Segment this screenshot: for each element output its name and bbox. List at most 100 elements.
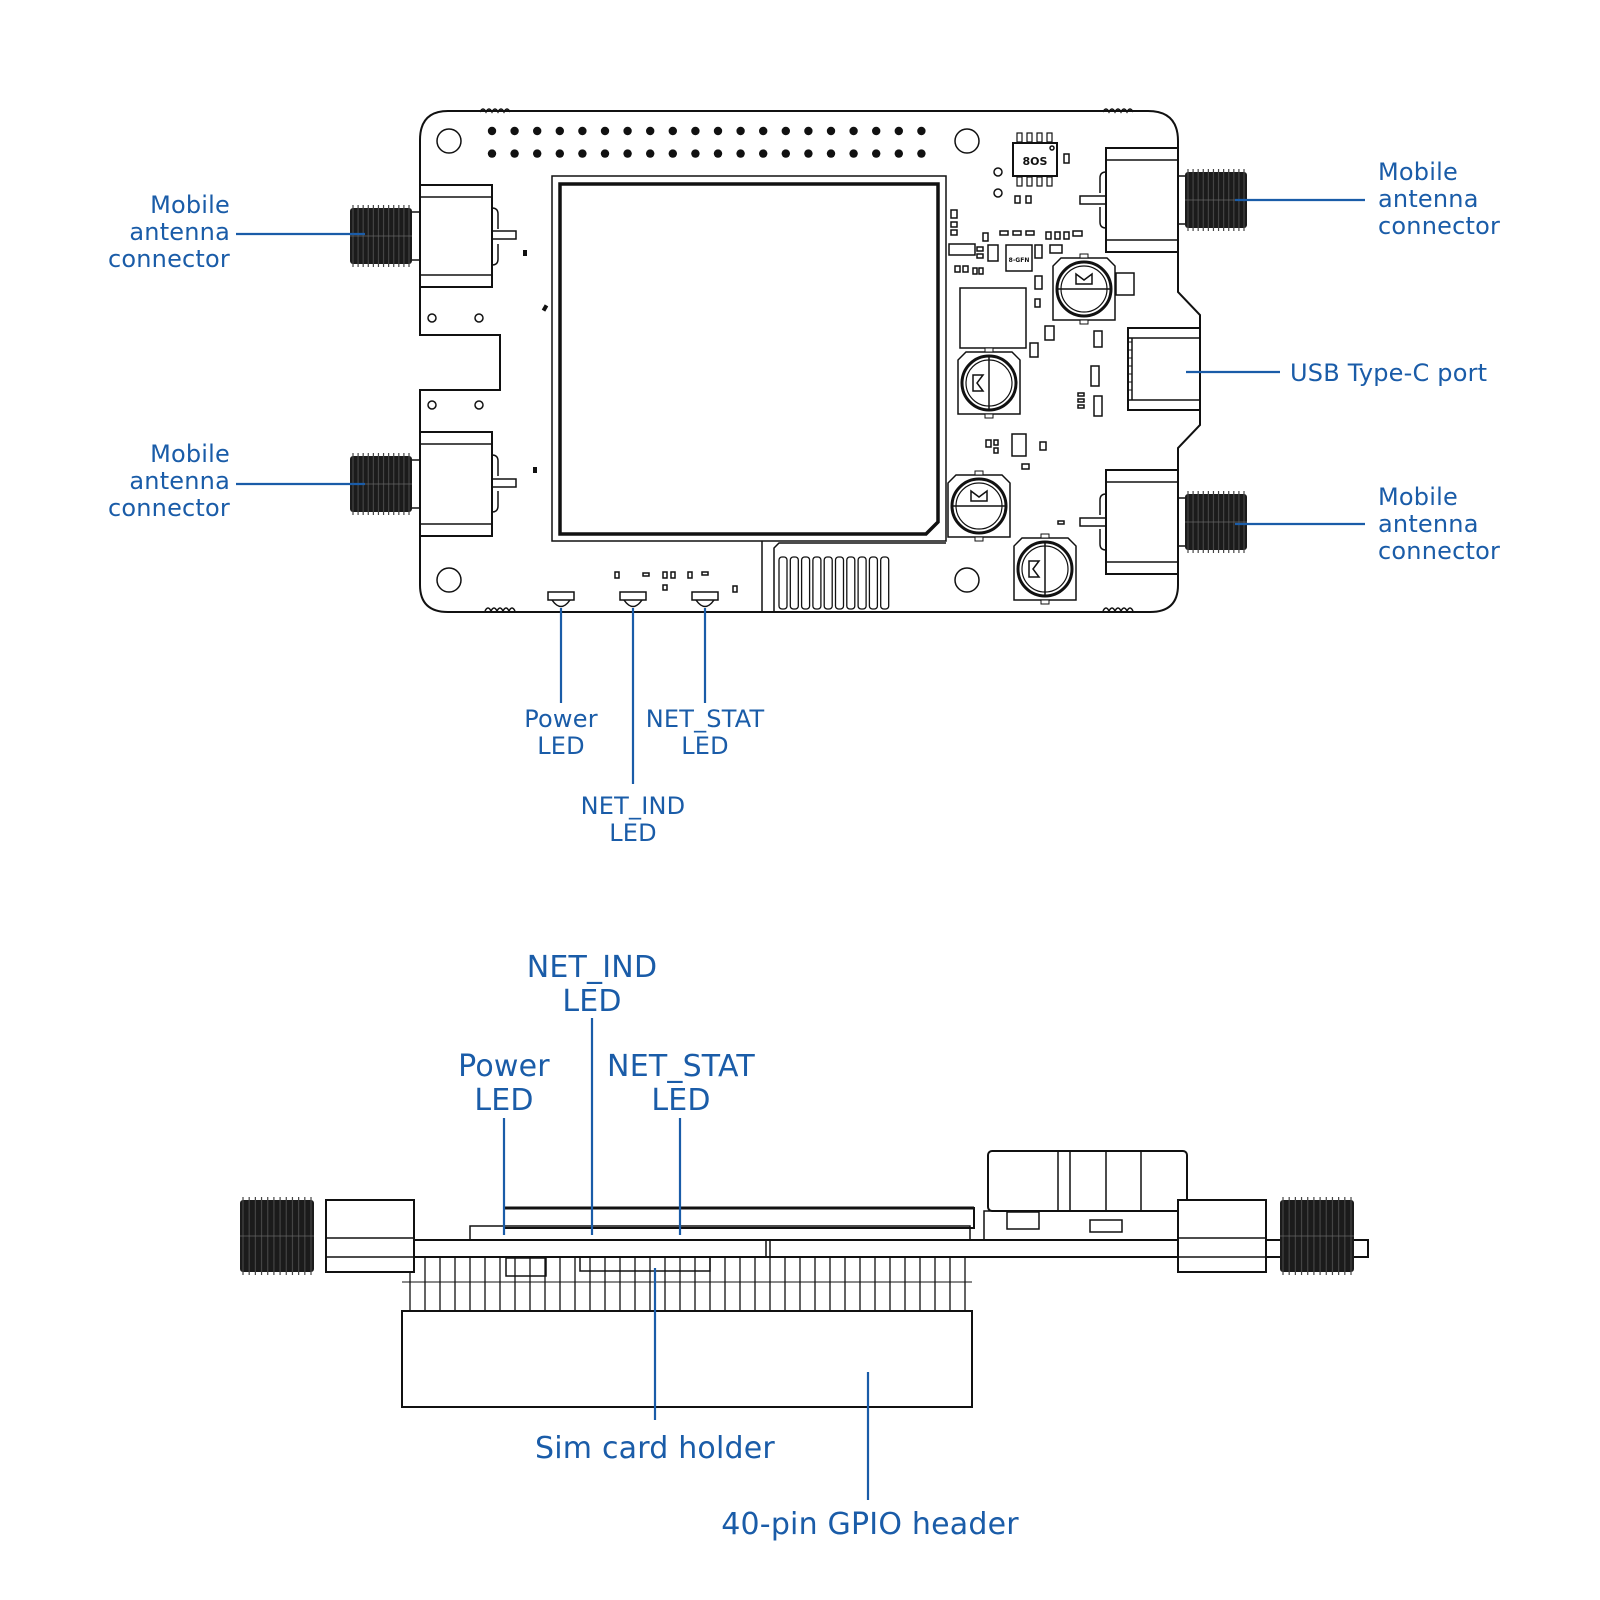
gpio-pin-hole [646,126,655,136]
ic-pin [1026,132,1033,143]
gpio-pin-hole [623,126,632,136]
sim-slot-rib [880,556,890,610]
modem-module-inner [558,182,940,536]
gpio-pin-hole [917,149,926,158]
label-power-led: Power LED [524,705,598,760]
mounting-hole [954,567,980,593]
gpio-pin-hole [600,149,610,158]
gpio-pin-hole [668,126,677,136]
label-side-net-stat-led: NET_STAT LED [607,1049,755,1118]
smd-component [642,572,650,577]
board-edge-notch [1102,108,1134,114]
top-view-leaders [236,198,1365,784]
smd-component [1014,195,1021,204]
pcb-outline [419,110,1201,613]
eeprom-marking: 8OS [1023,155,1048,168]
side-sim-holder [579,1256,711,1272]
sma-thread-icon [1185,169,1247,231]
gpio-pin-hole [736,126,745,136]
sim-slot-rib [789,556,799,610]
gpio-pin-hole [623,149,632,158]
smd-cluster: 8-GFN [948,209,1135,525]
sim-slot-rib [834,556,845,610]
gpio-pin-hole [872,126,881,136]
gpio-pin-hole [578,149,587,158]
power-inductor [1013,533,1077,605]
side-view-board [240,1150,1369,1408]
gpio-pin-hole [691,149,700,158]
sma-thread-icon [1280,1197,1354,1275]
eeprom-chip: 8OS [1012,132,1070,187]
gpio-header-body [401,1310,973,1408]
sim-slot-rib [857,556,867,610]
gpio-pin-hole [713,149,723,158]
gpio-pin-hole [894,149,903,158]
label-antenna-right-top: Mobile antenna connector [1378,158,1501,240]
gpio-pin-hole [894,126,903,136]
ic-pin [1046,176,1053,187]
gpio-pin-hole [759,149,768,158]
sma-connector-left-top [350,184,517,288]
gpio-pin-hole [533,149,542,158]
sim-slot-rib [800,556,811,610]
smd-component [732,585,738,593]
smd-component [614,571,620,579]
label-side-power-led: Power LED [458,1049,550,1118]
sma-connector-right-top [1079,147,1247,253]
via-hole [474,400,484,410]
gpio-pin-hole [578,126,587,136]
ic-pin [1036,176,1043,187]
label-antenna-left-top: Mobile antenna connector [107,191,230,273]
label-antenna-right-bottom: Mobile antenna connector [1378,483,1501,565]
label-net-stat-led: NET_STAT LED [645,705,765,760]
mounting-hole [436,128,462,154]
side-view-leaders [502,1018,870,1500]
sim-card-slot [761,541,946,612]
smd-component [1025,195,1032,204]
net-stat-led [691,591,719,608]
power-inductor [1052,253,1116,325]
label-side-gpio-header: 40-pin GPIO header [721,1507,1019,1542]
modem-module-outer [551,175,947,542]
sim-slot-rib [868,556,879,610]
label-net-ind-led: NET_IND LED [580,792,686,847]
power-inductor [957,347,1021,419]
smd-component [687,571,693,579]
gpio-pin-hole [804,149,813,158]
smd-component [701,571,709,576]
net-ind-led [619,591,647,608]
sim-slot-rib [812,556,822,610]
side-sma-body-left [325,1199,415,1273]
gpio-pin-hole [555,149,564,158]
gpio-pin-hole [555,126,564,136]
smd-component [662,584,668,591]
gpio-pin-hole [826,149,836,158]
smd-component [662,571,668,579]
power-led [547,591,575,608]
ic-pin [1046,132,1053,143]
regulator-marking: 8-GFN [1009,257,1030,264]
ic-pin [1016,132,1023,143]
ic-pin [1036,132,1043,143]
gpio-pin-hole [487,126,497,136]
gpio-pin-hole [487,149,497,158]
gpio-pin-hole [849,126,858,136]
gpio-pin-hole [510,149,519,158]
sma-thread-icon [1185,491,1247,553]
gpio-pin-hole [646,149,655,158]
top-view-board: 8OS 8-GFN [350,108,1247,613]
label-usb-c-port: USB Type-C port [1290,359,1488,387]
via-hole [993,188,1003,198]
gpio-pin-hole [736,149,745,158]
via-hole [993,167,1003,177]
gpio-pin-hole [804,126,813,136]
sim-slot-rib [778,556,788,610]
gpio-pin-hole [872,149,881,158]
label-side-sim-card-holder: Sim card holder [535,1431,775,1466]
gpio-pin-holes [487,126,926,158]
label-side-net-ind-led: NET_IND LED [526,950,658,1019]
smd-component [670,571,676,579]
gpio-pin-hole [849,149,858,158]
side-modem-module [503,1207,975,1229]
